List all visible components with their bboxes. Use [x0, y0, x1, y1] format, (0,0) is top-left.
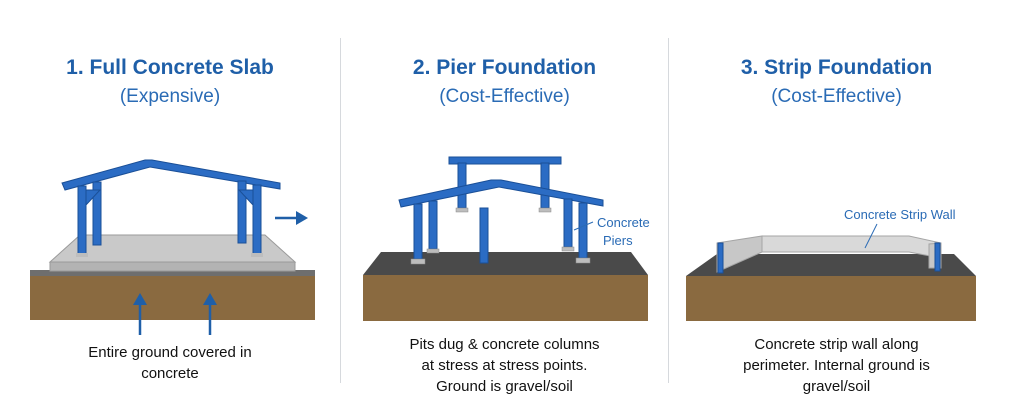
panel-full-concrete-slab: 1. Full Concrete Slab (Expensive) [0, 0, 340, 415]
callout-label: Piers [603, 233, 633, 248]
up-arrow-icon [203, 293, 217, 335]
caption-line: Pits dug & concrete columns [409, 336, 600, 353]
soil-block [30, 276, 315, 320]
callout-leader [864, 223, 878, 249]
panel-pier-foundation: 2. Pier Foundation (Cost-Effective) [341, 0, 668, 415]
strip-foundation-illustration: Concrete Strip Wall [686, 207, 976, 321]
full-slab-illustration [30, 159, 315, 335]
left-strip-wall [716, 235, 763, 273]
callout-label: Concrete [597, 215, 650, 230]
soil-block [363, 275, 648, 321]
panel-caption: Pits dug & concrete columns at stress at… [341, 334, 668, 397]
concrete-slab-edge [49, 261, 296, 272]
panel-title: 2. Pier Foundation [412, 56, 597, 79]
panel-subtitle: (Expensive) [119, 86, 221, 107]
caption-line: gravel/soil [802, 378, 871, 395]
pier-base [410, 207, 591, 265]
arrow-icon [275, 211, 308, 225]
divider-1 [340, 38, 341, 383]
divider-2 [668, 38, 669, 383]
panel-title: 1. Full Concrete Slab [66, 56, 274, 79]
caption-line: perimeter. Internal ground is [743, 357, 930, 374]
pier-foundation-illustration: Concrete Piers [363, 156, 650, 321]
callout-leader [573, 221, 594, 231]
column-base [251, 253, 263, 257]
steel-frame [61, 159, 281, 256]
steel-post [717, 242, 941, 274]
caption-line: at stress at stress points. [421, 357, 588, 374]
panel-caption: Entire ground covered in concrete [0, 342, 340, 384]
panel-caption: Concrete strip wall along perimeter. Int… [669, 334, 1004, 397]
gravel-surface [686, 254, 976, 276]
caption-line: concrete [141, 365, 199, 382]
gravel-surface [363, 252, 648, 275]
caption-line: Ground is gravel/soil [436, 378, 573, 395]
panel-title: 3. Strip Foundation [740, 56, 933, 79]
callout-label: Concrete Strip Wall [844, 207, 956, 222]
up-arrow-icon [133, 293, 147, 335]
panel-strip-foundation: 3. Strip Foundation (Cost-Effective) Con… [669, 0, 1004, 415]
caption-line: Concrete strip wall along [754, 336, 919, 353]
panel-subtitle: (Cost-Effective) [771, 86, 902, 107]
panel-subtitle: (Cost-Effective) [439, 86, 570, 107]
column-base [76, 253, 88, 257]
steel-frame [398, 156, 604, 264]
soil-block [686, 276, 976, 321]
caption-line: Entire ground covered in [88, 344, 252, 361]
